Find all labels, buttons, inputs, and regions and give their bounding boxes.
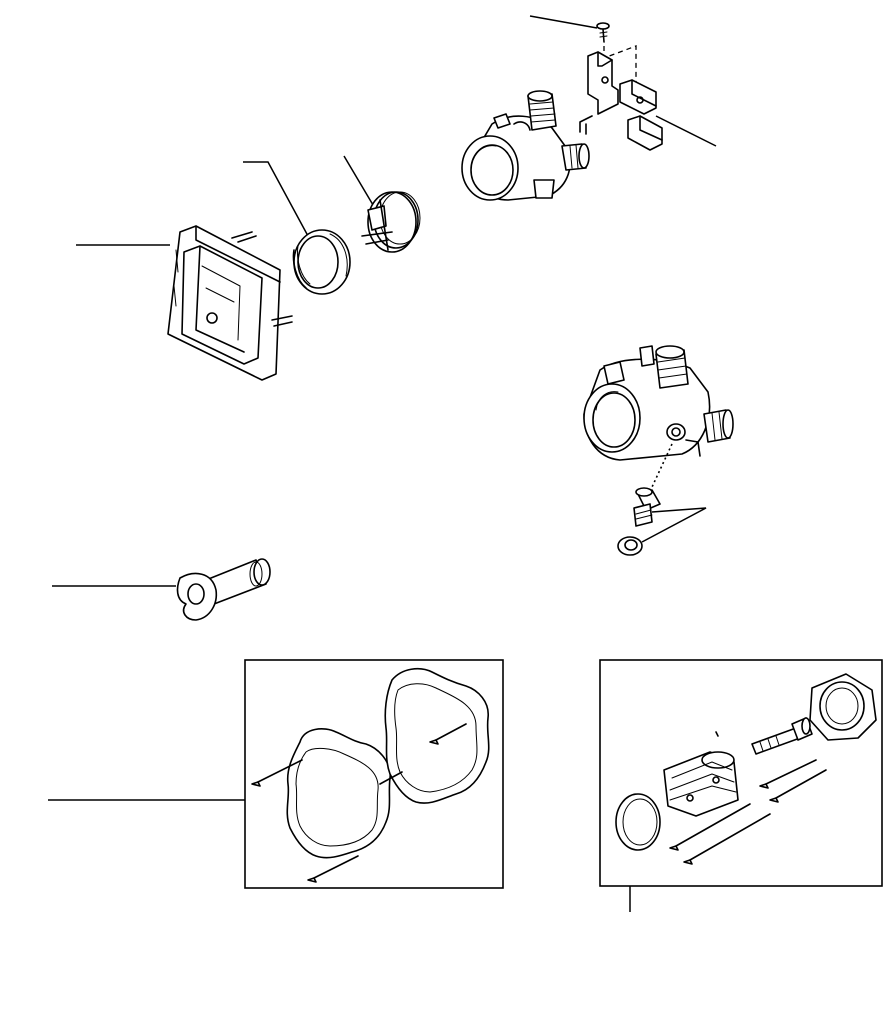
leader-line-cartridge (641, 507, 707, 543)
valve-body-icon (461, 90, 590, 201)
mounting-screw (529, 15, 637, 88)
stop-cartridge-and-cap (617, 487, 707, 556)
gasket-kit (48, 659, 504, 889)
kit-icon (615, 673, 877, 865)
gasket-icon (251, 667, 490, 883)
cartridge-icon (633, 487, 661, 527)
mounting-bracket (579, 51, 717, 151)
valve-body-icon (583, 345, 734, 461)
handle-extension (52, 558, 271, 621)
leader-line-screw (529, 15, 598, 29)
cap-icon (361, 191, 421, 253)
frame-icon (167, 225, 293, 381)
plaster-guard-ring (243, 161, 351, 295)
ring-icon (292, 229, 351, 295)
cartridge-extension-kit-box (599, 659, 883, 887)
test-cap (343, 155, 421, 253)
gasket-kit-box (244, 659, 504, 889)
bracket-icon (579, 51, 663, 151)
valve-body-front-view (461, 90, 590, 201)
leader-line-ring (243, 161, 309, 237)
screw-icon (596, 22, 610, 43)
mounting-frame (76, 225, 293, 381)
leader-line-cap (343, 155, 377, 211)
extension-icon (176, 558, 271, 621)
cartridge-extension-kit (599, 659, 883, 912)
valve-body-side-view (583, 345, 734, 501)
leader-line-bracket (655, 115, 717, 147)
cap-icon (617, 536, 643, 556)
